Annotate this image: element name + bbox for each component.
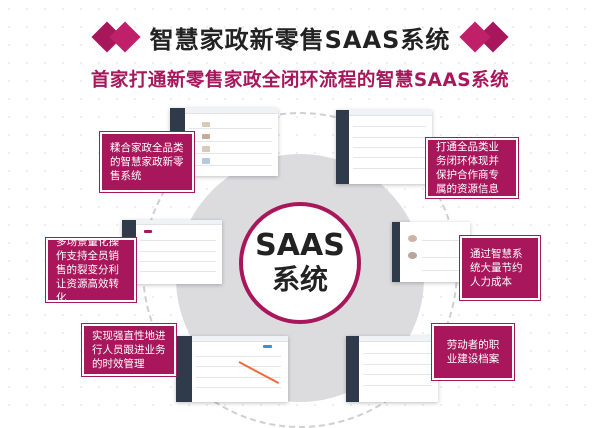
callout-top-right-text: 打通全品类业务闭环体现并保护合作商专属的资源信息 bbox=[436, 141, 499, 195]
callout-mid-right: 通过智慧系统大量节约人力成本 bbox=[459, 235, 541, 301]
callout-mid-left-text: 多场景量化操作支持全员销售的裂变分利让资源高效转化 bbox=[56, 236, 119, 304]
callout-mid-right-text: 通过智慧系统大量节约人力成本 bbox=[470, 248, 523, 288]
callout-bottom-left: 实现强直性地进行人员跟进业务的时效管理 bbox=[81, 323, 177, 377]
callout-bottom-right-text: 劳动者的职业建设档案 bbox=[446, 339, 500, 365]
screenshot-bottom-right bbox=[346, 336, 438, 402]
title-row: 智慧家政新零售SAAS系统 bbox=[0, 14, 600, 60]
screenshot-top-right bbox=[336, 110, 432, 184]
diamond-decoration-right-icon bbox=[459, 17, 509, 57]
screenshot-mid-right bbox=[392, 222, 470, 282]
page-title: 智慧家政新零售SAAS系统 bbox=[149, 25, 451, 54]
page-subtitle: 首家打通新零售家政全闭环流程的智慧SAAS系统 bbox=[90, 70, 510, 91]
callout-top-left-text: 糅合家政全品类的智慧家政新零售系统 bbox=[110, 142, 184, 182]
saas-center-badge: SAAS 系统 bbox=[239, 202, 361, 324]
center-label-line1: SAAS bbox=[255, 228, 345, 263]
diamond-decoration-left-icon bbox=[91, 17, 141, 57]
screenshot-bottom-left bbox=[176, 336, 288, 402]
center-label-line2: 系统 bbox=[271, 263, 328, 296]
callout-bottom-right: 劳动者的职业建设档案 bbox=[431, 323, 515, 381]
callout-top-left: 糅合家政全品类的智慧家政新零售系统 bbox=[99, 131, 195, 193]
screenshot-top-left bbox=[170, 108, 278, 176]
screenshot-mid-left bbox=[122, 220, 222, 284]
callout-top-right: 打通全品类业务闭环体现并保护合作商专属的资源信息 bbox=[425, 137, 519, 199]
callout-mid-left: 多场景量化操作支持全员销售的裂变分利让资源高效转化 bbox=[45, 236, 137, 304]
callout-bottom-left-text: 实现强直性地进行人员跟进业务的时效管理 bbox=[92, 330, 166, 370]
